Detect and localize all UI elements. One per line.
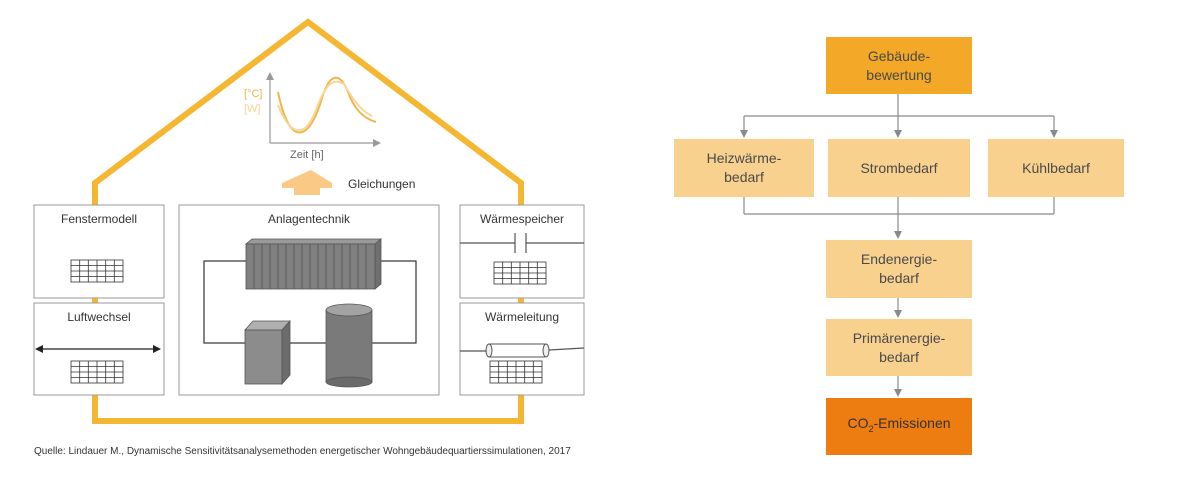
heizwaermebedarf-box: Heizwärme-bedarf xyxy=(674,139,814,197)
endenergiebedarf-line-2: bedarf xyxy=(879,270,919,286)
storage-tank-icon xyxy=(325,303,373,388)
primaerenergiebedarf-box: Primärenergie-bedarf xyxy=(826,319,972,376)
chart-xlabel: Zeit [h] xyxy=(290,149,324,161)
flowchart-connectors xyxy=(740,94,1058,397)
radiator-icon xyxy=(244,238,383,290)
double-arrow-icon xyxy=(35,345,161,353)
kuehlbedarf-label: Kühlbedarf xyxy=(1022,159,1090,176)
boiler-icon xyxy=(244,319,291,386)
co2-emissionen-box: CO2-Emissionen xyxy=(826,398,972,455)
grid-icon-speicher xyxy=(493,261,547,285)
gebaeudebewertung-line-1: Gebäude- xyxy=(867,47,931,64)
house-diagram xyxy=(33,18,585,424)
anlagentechnik-label: Anlagentechnik xyxy=(267,212,351,226)
gebaeudebewertung-line-2: bewertung xyxy=(866,66,932,83)
endenergiebedarf-box: Endenergie-bedarf xyxy=(826,240,972,298)
waermespeicher-label: Wärmespeicher xyxy=(479,212,565,226)
strombedarf-label: Strombedarf xyxy=(860,159,938,176)
primaerenergiebedarf-line-2: bedarf xyxy=(879,348,919,365)
primaerenergiebedarf-line-1: Primärenergie- xyxy=(852,329,946,346)
time-chart xyxy=(266,72,381,147)
source-citation: Quelle: Lindauer M., Dynamische Sensitiv… xyxy=(34,446,571,457)
co2-suffix: -Emissionen xyxy=(873,415,951,432)
gebaeudebewertung-box: Gebäude-bewertung xyxy=(826,37,972,94)
chart-ylabel-power: [W] xyxy=(244,103,261,115)
house-walls xyxy=(92,395,524,424)
waermeleitung-label: Wärmeleitung xyxy=(484,310,560,324)
grid-icon-fenster xyxy=(70,259,124,283)
luftwechsel-label: Luftwechsel xyxy=(67,310,131,324)
equations-label: Gleichungen xyxy=(348,177,416,191)
fenstermodell-label: Fenstermodell xyxy=(60,212,138,226)
chart-ylabel-temperature: [°C] xyxy=(244,88,263,100)
co2-prefix: CO xyxy=(847,415,869,432)
anlagentechnik-box xyxy=(178,204,440,396)
heat-conductor-icon xyxy=(460,343,585,358)
power-curve xyxy=(277,80,373,132)
heizwaermebedarf-line-2: bedarf xyxy=(724,169,764,185)
temperature-curve xyxy=(277,76,377,134)
house-outline xyxy=(92,18,524,205)
endenergiebedarf-line-1: Endenergie- xyxy=(860,251,938,267)
grid-icon-luftwechsel xyxy=(70,360,124,384)
co2-subscript: 2 xyxy=(868,423,874,434)
grid-icon-leitung xyxy=(489,360,543,384)
kuehlbedarf-box: Kühlbedarf xyxy=(988,139,1124,197)
strombedarf-box: Strombedarf xyxy=(828,139,970,197)
fenstermodell-box xyxy=(33,204,165,299)
heizwaermebedarf-line-1: Heizwärme- xyxy=(706,150,782,166)
capacitor-icon xyxy=(460,233,584,253)
